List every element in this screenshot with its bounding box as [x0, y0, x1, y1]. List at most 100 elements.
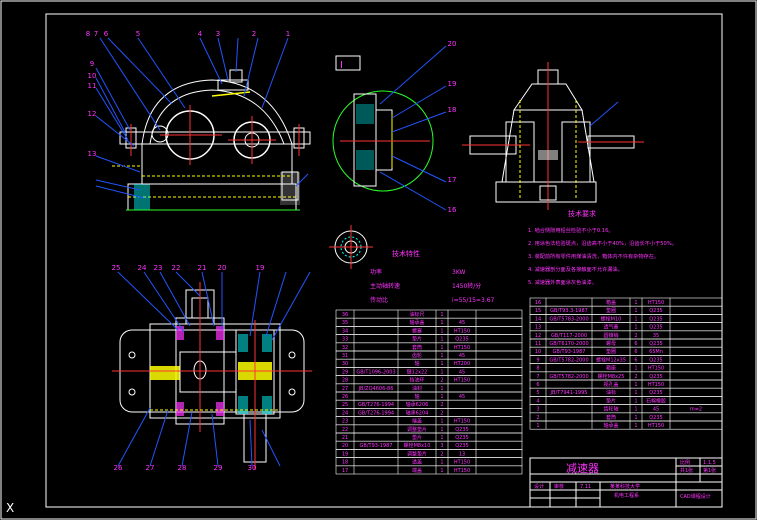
parts-cell-no: 26 [342, 394, 348, 400]
parts-cell-no: 36 [342, 312, 348, 318]
parts-cell-qty: 1 [440, 345, 443, 351]
parts-cell-no: 32 [342, 345, 348, 351]
parts-cell-name: 油标尺 [409, 311, 424, 318]
parts-cell-qty: 3 [440, 443, 443, 449]
parts-cell-name: 螺栓M8x10 [404, 442, 431, 449]
parts-cell-name: 螺栓M12x35 [596, 356, 626, 363]
balloon-label: 1 [286, 30, 290, 38]
parts-row [335, 309, 523, 319]
balloon-label: 18 [448, 106, 457, 114]
parts-cell-qty: 1 [440, 312, 443, 318]
parts-cell-qty: 1 [440, 460, 443, 466]
parts-cell-name: 轴 [414, 360, 419, 367]
parts-cell-qty: 1 [440, 386, 443, 392]
small-round-detail [329, 225, 373, 269]
parts-cell-no: 33 [342, 337, 348, 343]
tech-params-title: 技术特性 [392, 249, 420, 258]
parts-cell-mat: Q235 [455, 435, 468, 441]
parts-cell-no: 29 [342, 369, 348, 375]
parts-cell-mat: Q235 [455, 337, 468, 343]
parts-row [335, 358, 523, 368]
parts-cell-name: 轴承盖 [603, 422, 618, 429]
parts-cell-qty: 1 [634, 316, 637, 322]
parts-row [335, 326, 523, 335]
parts-cell-mat: HT200 [454, 361, 470, 367]
parts-cell-mat: 45 [459, 394, 465, 400]
balloon-label: 2 [252, 30, 256, 38]
parts-cell-name: 齿轮 [412, 352, 422, 359]
parts-cell-no: 24 [342, 410, 348, 416]
tech-param-value-1: 1450转/分 [452, 282, 481, 290]
parts-cell-mat: Q235 [455, 443, 468, 449]
parts-cell-no: 5 [536, 390, 539, 396]
parts-row [335, 350, 523, 360]
tech-req-item-2: 3. 装配前所有零件用煤油清洗，箱体内不许有杂物存在。 [528, 252, 659, 260]
balloon-label: 7 [94, 30, 98, 38]
parts-cell-name: 垫圈 [606, 307, 616, 314]
balloon-label: 22 [172, 264, 181, 272]
parts-cell-name: 油标 [606, 389, 616, 396]
tech-param-label-2: 传动比 [370, 296, 388, 304]
top-view [112, 271, 312, 470]
parts-cell-code: GB/T1096-2003 [356, 369, 395, 375]
title-block [529, 457, 723, 508]
sheet-count: 共1张 [680, 467, 693, 474]
parts-cell-qty: 1 [634, 382, 637, 388]
balloon-label: 21 [198, 264, 207, 272]
parts-cell-name: 视孔盖 [603, 381, 618, 388]
parts-cell-name: 油封 [412, 385, 422, 392]
parts-cell-qty: 1 [440, 419, 443, 425]
detail-view [332, 45, 447, 211]
parts-cell-no: 6 [536, 382, 539, 388]
parts-cell-code: GB/T93-1987 [553, 349, 586, 355]
parts-cell-qty: 1 [440, 369, 443, 375]
parts-cell-mat: 45 [653, 407, 659, 413]
designer-label: 设计 [534, 483, 544, 490]
parts-cell-name: 箱座 [606, 365, 616, 372]
parts-row [335, 432, 523, 442]
parts-row [529, 412, 723, 422]
school-name: 某某科技大学 [610, 483, 640, 490]
parts-cell-code: GB/T117-2000 [551, 333, 587, 339]
balloon-label: 24 [138, 264, 147, 272]
parts-cell-code: GB/T6170-2000 [549, 341, 588, 347]
parts-cell-no: 28 [342, 378, 348, 384]
parts-cell-name: 挡油环 [409, 377, 424, 384]
parts-row [335, 457, 523, 467]
parts-row [335, 424, 523, 434]
tech-req-item-1: 2. 用涂色法检验斑点，沿齿高不小于40%，沿齿长不小于50%。 [528, 239, 677, 247]
parts-cell-name: 轴承盖 [409, 319, 424, 326]
tech-req-item-3: 4. 减速器剖分面及各接触面不允许漏油。 [528, 265, 623, 273]
parts-row [335, 449, 523, 458]
parts-cell-no: 10 [535, 349, 541, 355]
parts-cell-mat: Q235 [649, 316, 662, 322]
parts-cell-name: 轴承6206 [406, 401, 429, 408]
parts-cell-mat: Q235 [455, 427, 468, 433]
corner-mark: X [6, 501, 14, 515]
parts-cell-name: 垫圈 [606, 348, 616, 355]
balloon-label: 4 [198, 30, 203, 38]
parts-cell-code: GB/T5782-2000 [549, 357, 588, 363]
section-label: Ⅰ [340, 60, 343, 71]
balloon-label: 28 [178, 464, 187, 472]
sheet-number: 第1张 [703, 467, 716, 474]
parts-cell-qty: 1 [440, 353, 443, 359]
parts-cell-code: GB/T5783-2000 [549, 316, 588, 322]
balloon-label: 20 [448, 40, 457, 48]
detail-circle [332, 90, 434, 192]
balloon-label: 3 [216, 30, 220, 38]
parts-cell-mat: HT150 [454, 419, 470, 425]
parts-cell-no: 30 [342, 361, 348, 367]
parts-cell-mat: Q235 [649, 374, 662, 380]
tech-req-title: 技术要求 [568, 209, 596, 218]
parts-row [529, 322, 723, 332]
parts-row [335, 465, 523, 475]
parts-cell-code: JB/ZQ4606-86 [358, 386, 394, 392]
parts-cell-qty: 1 [440, 320, 443, 326]
parts-cell-mat: HT150 [648, 300, 664, 306]
parts-cell-mat: Q235 [649, 341, 662, 347]
parts-cell-no: 15 [535, 308, 541, 314]
